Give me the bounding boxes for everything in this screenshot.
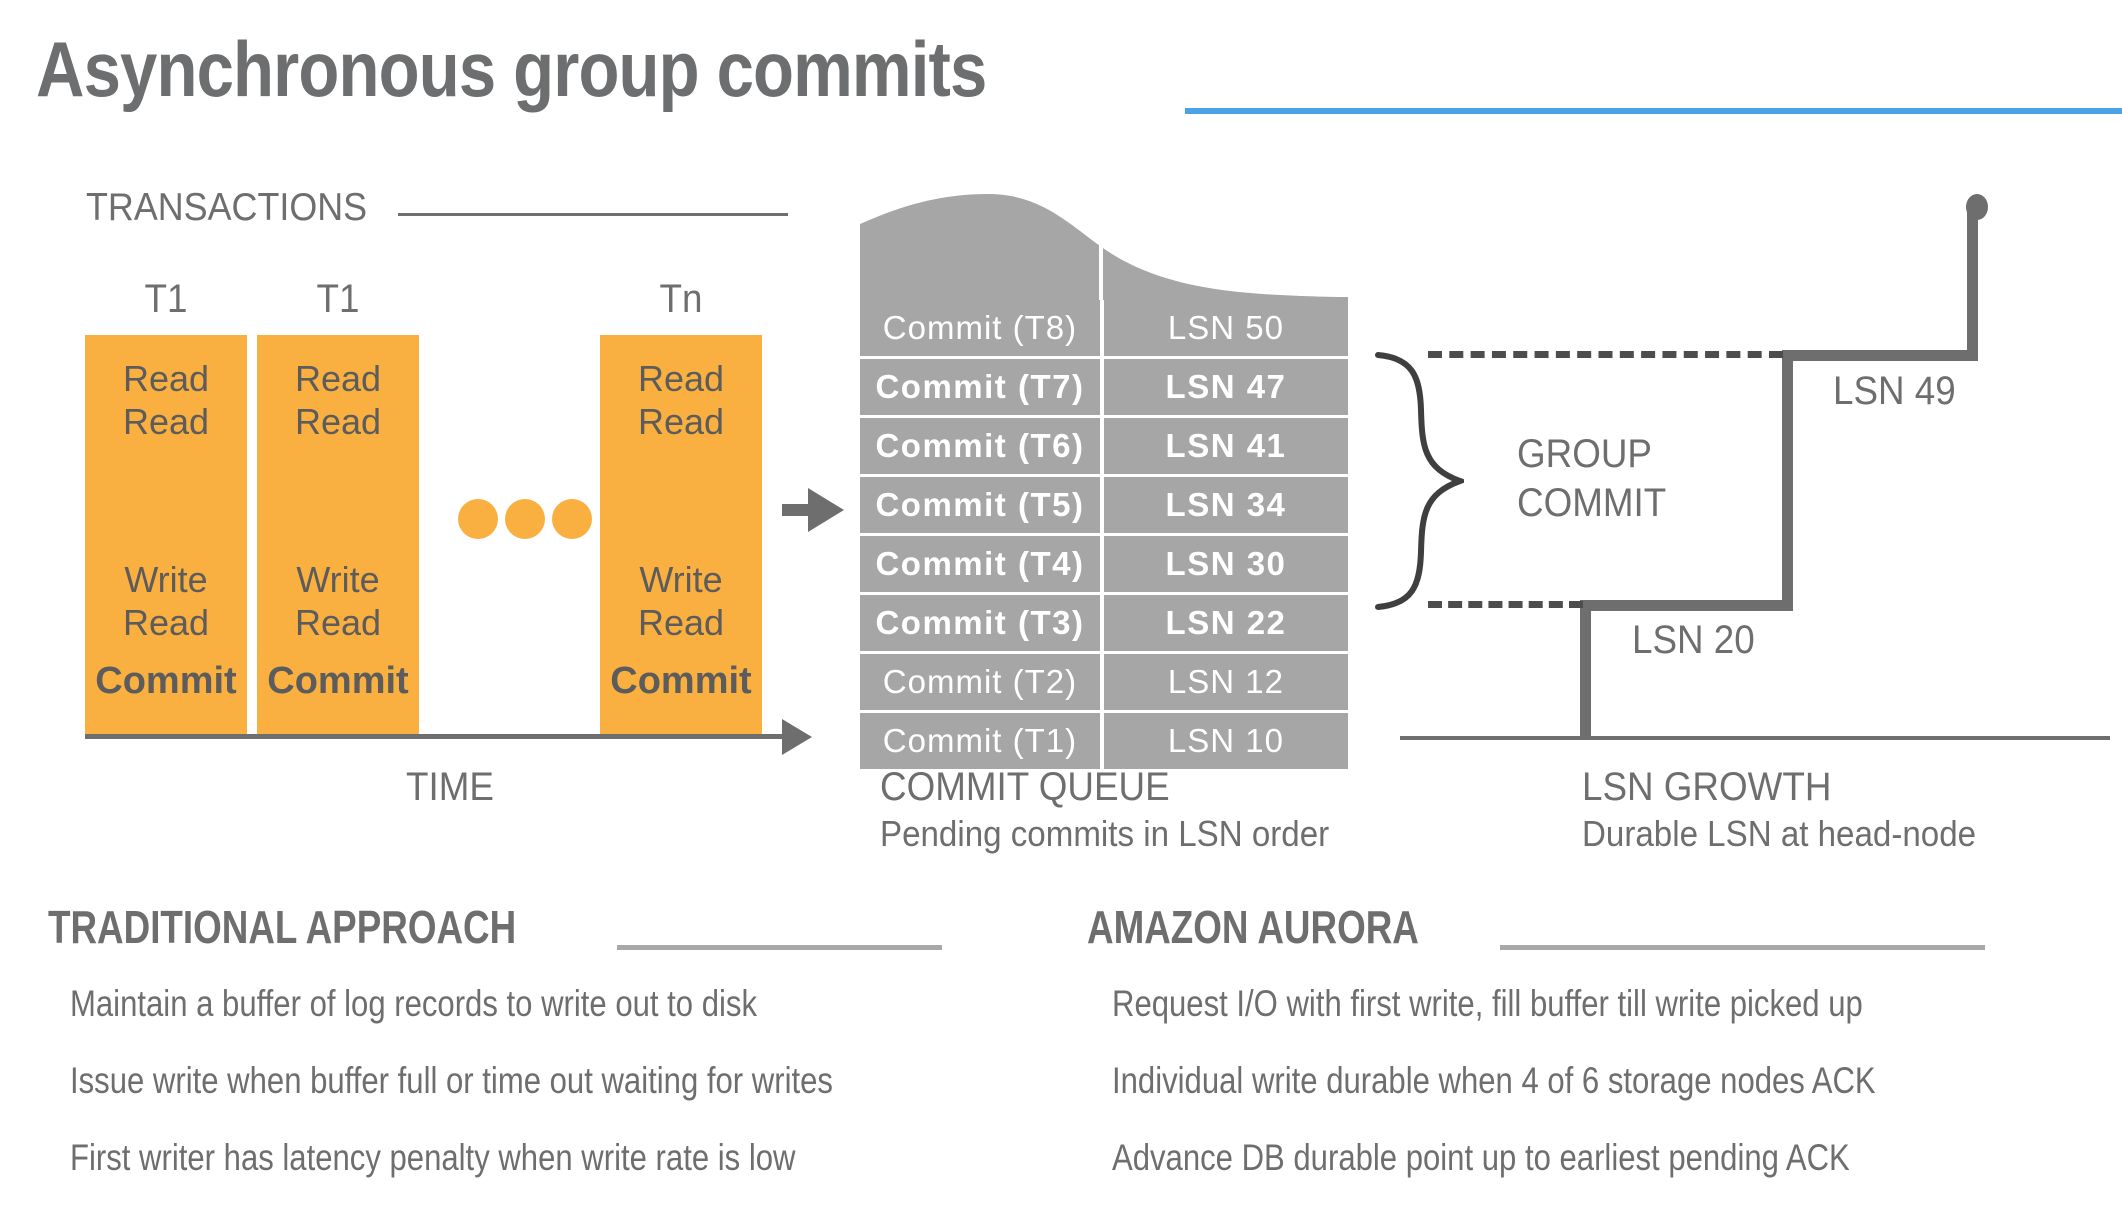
time-axis-caption: TIME xyxy=(406,765,494,809)
title-underline-rule xyxy=(1185,108,2122,114)
column-heading-aurora: AMAZON AURORA xyxy=(1087,901,1419,953)
transaction-op: Read xyxy=(122,602,210,643)
lsn-growth-caption-sub: Durable LSN at head-node xyxy=(1582,813,1977,854)
queue-commit-cell: Commit (T3) xyxy=(860,595,1104,654)
queue-commit-cell: Commit (T2) xyxy=(860,654,1104,713)
queue-commit-cell: Commit (T1) xyxy=(860,713,1104,769)
table-row[interactable]: Commit (T3) LSN 22 xyxy=(860,595,1348,654)
lsn-step-riser-final xyxy=(1967,205,1978,355)
lsn-reference-line-lower xyxy=(1428,601,1583,608)
lsn-step-riser-lower xyxy=(1580,604,1591,738)
queue-commit-cell: Commit (T5) xyxy=(860,477,1104,536)
column-heading-traditional: TRADITIONAL APPROACH xyxy=(48,901,517,953)
transaction-box-0[interactable]: Read Read Write Read Commit xyxy=(85,335,247,735)
queue-depth-curve-icon xyxy=(860,194,1348,300)
transaction-op: Write xyxy=(296,559,380,600)
bullet-traditional-2: First writer has latency penalty when wr… xyxy=(70,1137,796,1178)
lsn-upper-step-label: LSN 49 xyxy=(1833,369,1956,413)
time-axis-arrow-icon xyxy=(782,719,812,755)
transaction-label-1: T1 xyxy=(316,277,360,321)
lsn-baseline-axis xyxy=(1400,736,2110,740)
group-commit-brace-icon xyxy=(1375,352,1464,610)
transaction-box-1[interactable]: Read Read Write Read Commit xyxy=(257,335,419,735)
lsn-growth-caption-title: LSN GROWTH xyxy=(1582,765,1832,809)
table-row[interactable]: Commit (T6) LSN 41 xyxy=(860,418,1348,477)
queue-commit-cell: Commit (T7) xyxy=(860,359,1104,418)
commit-queue-caption-sub: Pending commits in LSN order xyxy=(880,813,1330,854)
transactions-section-label: TRANSACTIONS xyxy=(86,186,368,229)
transaction-op: Write xyxy=(639,559,723,600)
transactions-section-rule xyxy=(398,213,788,216)
bullet-aurora-1: Individual write durable when 4 of 6 sto… xyxy=(1112,1060,1876,1101)
table-row[interactable]: Commit (T7) LSN 47 xyxy=(860,359,1348,418)
transaction-op: Read xyxy=(637,401,725,442)
transaction-label-0: T1 xyxy=(144,277,188,321)
transaction-label-2: Tn xyxy=(659,277,703,321)
transaction-op: Read xyxy=(122,358,210,399)
group-commit-label-line1: GROUP xyxy=(1517,432,1652,476)
transaction-commit-op: Commit xyxy=(610,660,752,702)
feed-arrow-icon xyxy=(782,504,812,516)
lsn-lower-step-label: LSN 20 xyxy=(1632,618,1755,662)
transaction-box-2[interactable]: Read Read Write Read Commit xyxy=(600,335,762,735)
bullet-aurora-2: Advance DB durable point up to earliest … xyxy=(1112,1137,1850,1178)
transaction-op: Write xyxy=(124,559,208,600)
lsn-step-plateau-lower xyxy=(1580,600,1793,611)
ellipsis-dot-icon xyxy=(505,499,545,539)
transaction-op: Read xyxy=(294,401,382,442)
queue-lsn-cell: LSN 12 xyxy=(1103,654,1348,713)
commit-queue-table: Commit (T8) LSN 50 Commit (T7) LSN 47 Co… xyxy=(860,300,1348,769)
table-row[interactable]: Commit (T5) LSN 34 xyxy=(860,477,1348,536)
ellipsis-dot-icon xyxy=(458,499,498,539)
queue-commit-cell: Commit (T8) xyxy=(860,300,1104,359)
time-axis-line xyxy=(85,734,785,739)
transaction-op: Read xyxy=(294,358,382,399)
queue-lsn-cell: LSN 10 xyxy=(1103,713,1348,769)
queue-lsn-cell: LSN 47 xyxy=(1103,359,1348,418)
group-commit-label: GROUP COMMIT xyxy=(1517,430,1666,528)
bullet-traditional-0: Maintain a buffer of log records to writ… xyxy=(70,983,758,1024)
transaction-op: Read xyxy=(637,602,725,643)
commit-queue: Commit (T8) LSN 50 Commit (T7) LSN 47 Co… xyxy=(860,188,1348,769)
transaction-op: Read xyxy=(122,401,210,442)
queue-commit-cell: Commit (T4) xyxy=(860,536,1104,595)
lsn-reference-line-upper xyxy=(1428,351,1783,358)
bullet-traditional-1: Issue write when buffer full or time out… xyxy=(70,1060,833,1101)
queue-commit-cell: Commit (T6) xyxy=(860,418,1104,477)
lsn-step-riser-upper xyxy=(1782,354,1793,604)
feed-arrow-head-icon xyxy=(808,488,844,532)
queue-lsn-cell: LSN 22 xyxy=(1103,595,1348,654)
queue-lsn-cell: LSN 50 xyxy=(1103,300,1348,359)
commit-queue-caption-title: COMMIT QUEUE xyxy=(880,765,1170,809)
group-commit-label-line2: COMMIT xyxy=(1517,481,1667,525)
lsn-endpoint-dot-icon xyxy=(1966,194,1988,220)
transaction-op: Read xyxy=(637,358,725,399)
queue-lsn-cell: LSN 30 xyxy=(1103,536,1348,595)
column-rule-traditional xyxy=(617,945,942,950)
queue-lsn-cell: LSN 34 xyxy=(1103,477,1348,536)
lsn-step-plateau-upper xyxy=(1782,350,1978,361)
table-row[interactable]: Commit (T4) LSN 30 xyxy=(860,536,1348,595)
column-rule-aurora xyxy=(1500,945,1985,950)
table-row[interactable]: Commit (T8) LSN 50 xyxy=(860,300,1348,359)
transaction-op: Read xyxy=(294,602,382,643)
transaction-commit-op: Commit xyxy=(267,660,409,702)
ellipsis-dot-icon xyxy=(552,499,592,539)
table-row[interactable]: Commit (T1) LSN 10 xyxy=(860,713,1348,769)
table-row[interactable]: Commit (T2) LSN 12 xyxy=(860,654,1348,713)
queue-lsn-cell: LSN 41 xyxy=(1103,418,1348,477)
page-title: Asynchronous group commits xyxy=(36,25,987,113)
transaction-commit-op: Commit xyxy=(95,660,237,702)
bullet-aurora-0: Request I/O with first write, fill buffe… xyxy=(1112,983,1863,1024)
